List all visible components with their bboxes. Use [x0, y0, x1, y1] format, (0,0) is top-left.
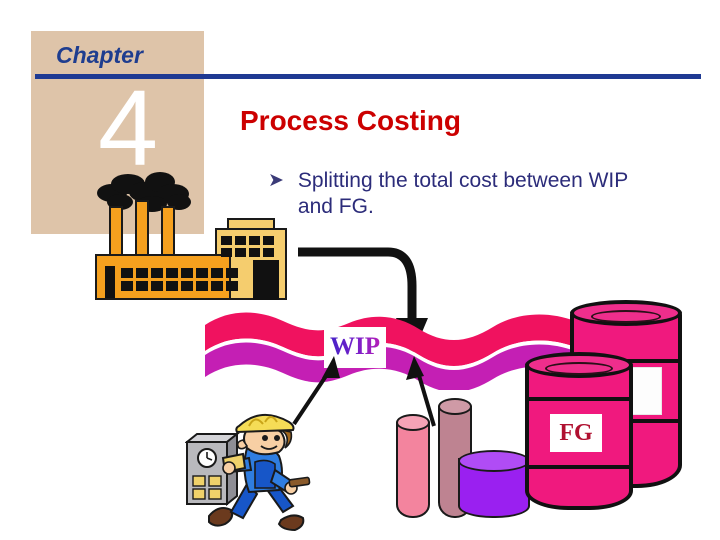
factory-door — [253, 260, 279, 300]
chapter-label: Chapter — [56, 42, 143, 68]
fg-label: FG — [550, 414, 602, 452]
header-divider-rule — [35, 74, 701, 79]
bullet-list-item: ➤ Splitting the total cost between WIP a… — [268, 168, 668, 220]
smokestack — [161, 206, 175, 256]
material-cylinder-purple — [458, 450, 530, 518]
smokestack — [135, 200, 149, 256]
slide-title: Process Costing — [240, 105, 461, 136]
factory-main-windows — [121, 268, 238, 291]
flow-arrow-labor-to-wip — [292, 356, 340, 426]
chapter-number: 4 — [97, 67, 159, 188]
wip-label: WIP — [324, 330, 386, 364]
factory-office-windows — [221, 236, 274, 257]
process-flow-wave — [205, 312, 605, 390]
factory-side-door — [105, 266, 115, 298]
bullet-text: Splitting the total cost between WIP and… — [297, 169, 628, 218]
finished-goods-barrel-front — [525, 352, 633, 510]
worker-with-timecard-illustration — [185, 414, 311, 532]
flow-arrow-materials-to-wip — [406, 356, 436, 427]
smokestack — [109, 206, 123, 256]
arrow-bullet-icon: ➤ — [268, 170, 284, 191]
material-cylinder-light-pink — [396, 414, 430, 518]
factory-illustration — [95, 170, 295, 310]
